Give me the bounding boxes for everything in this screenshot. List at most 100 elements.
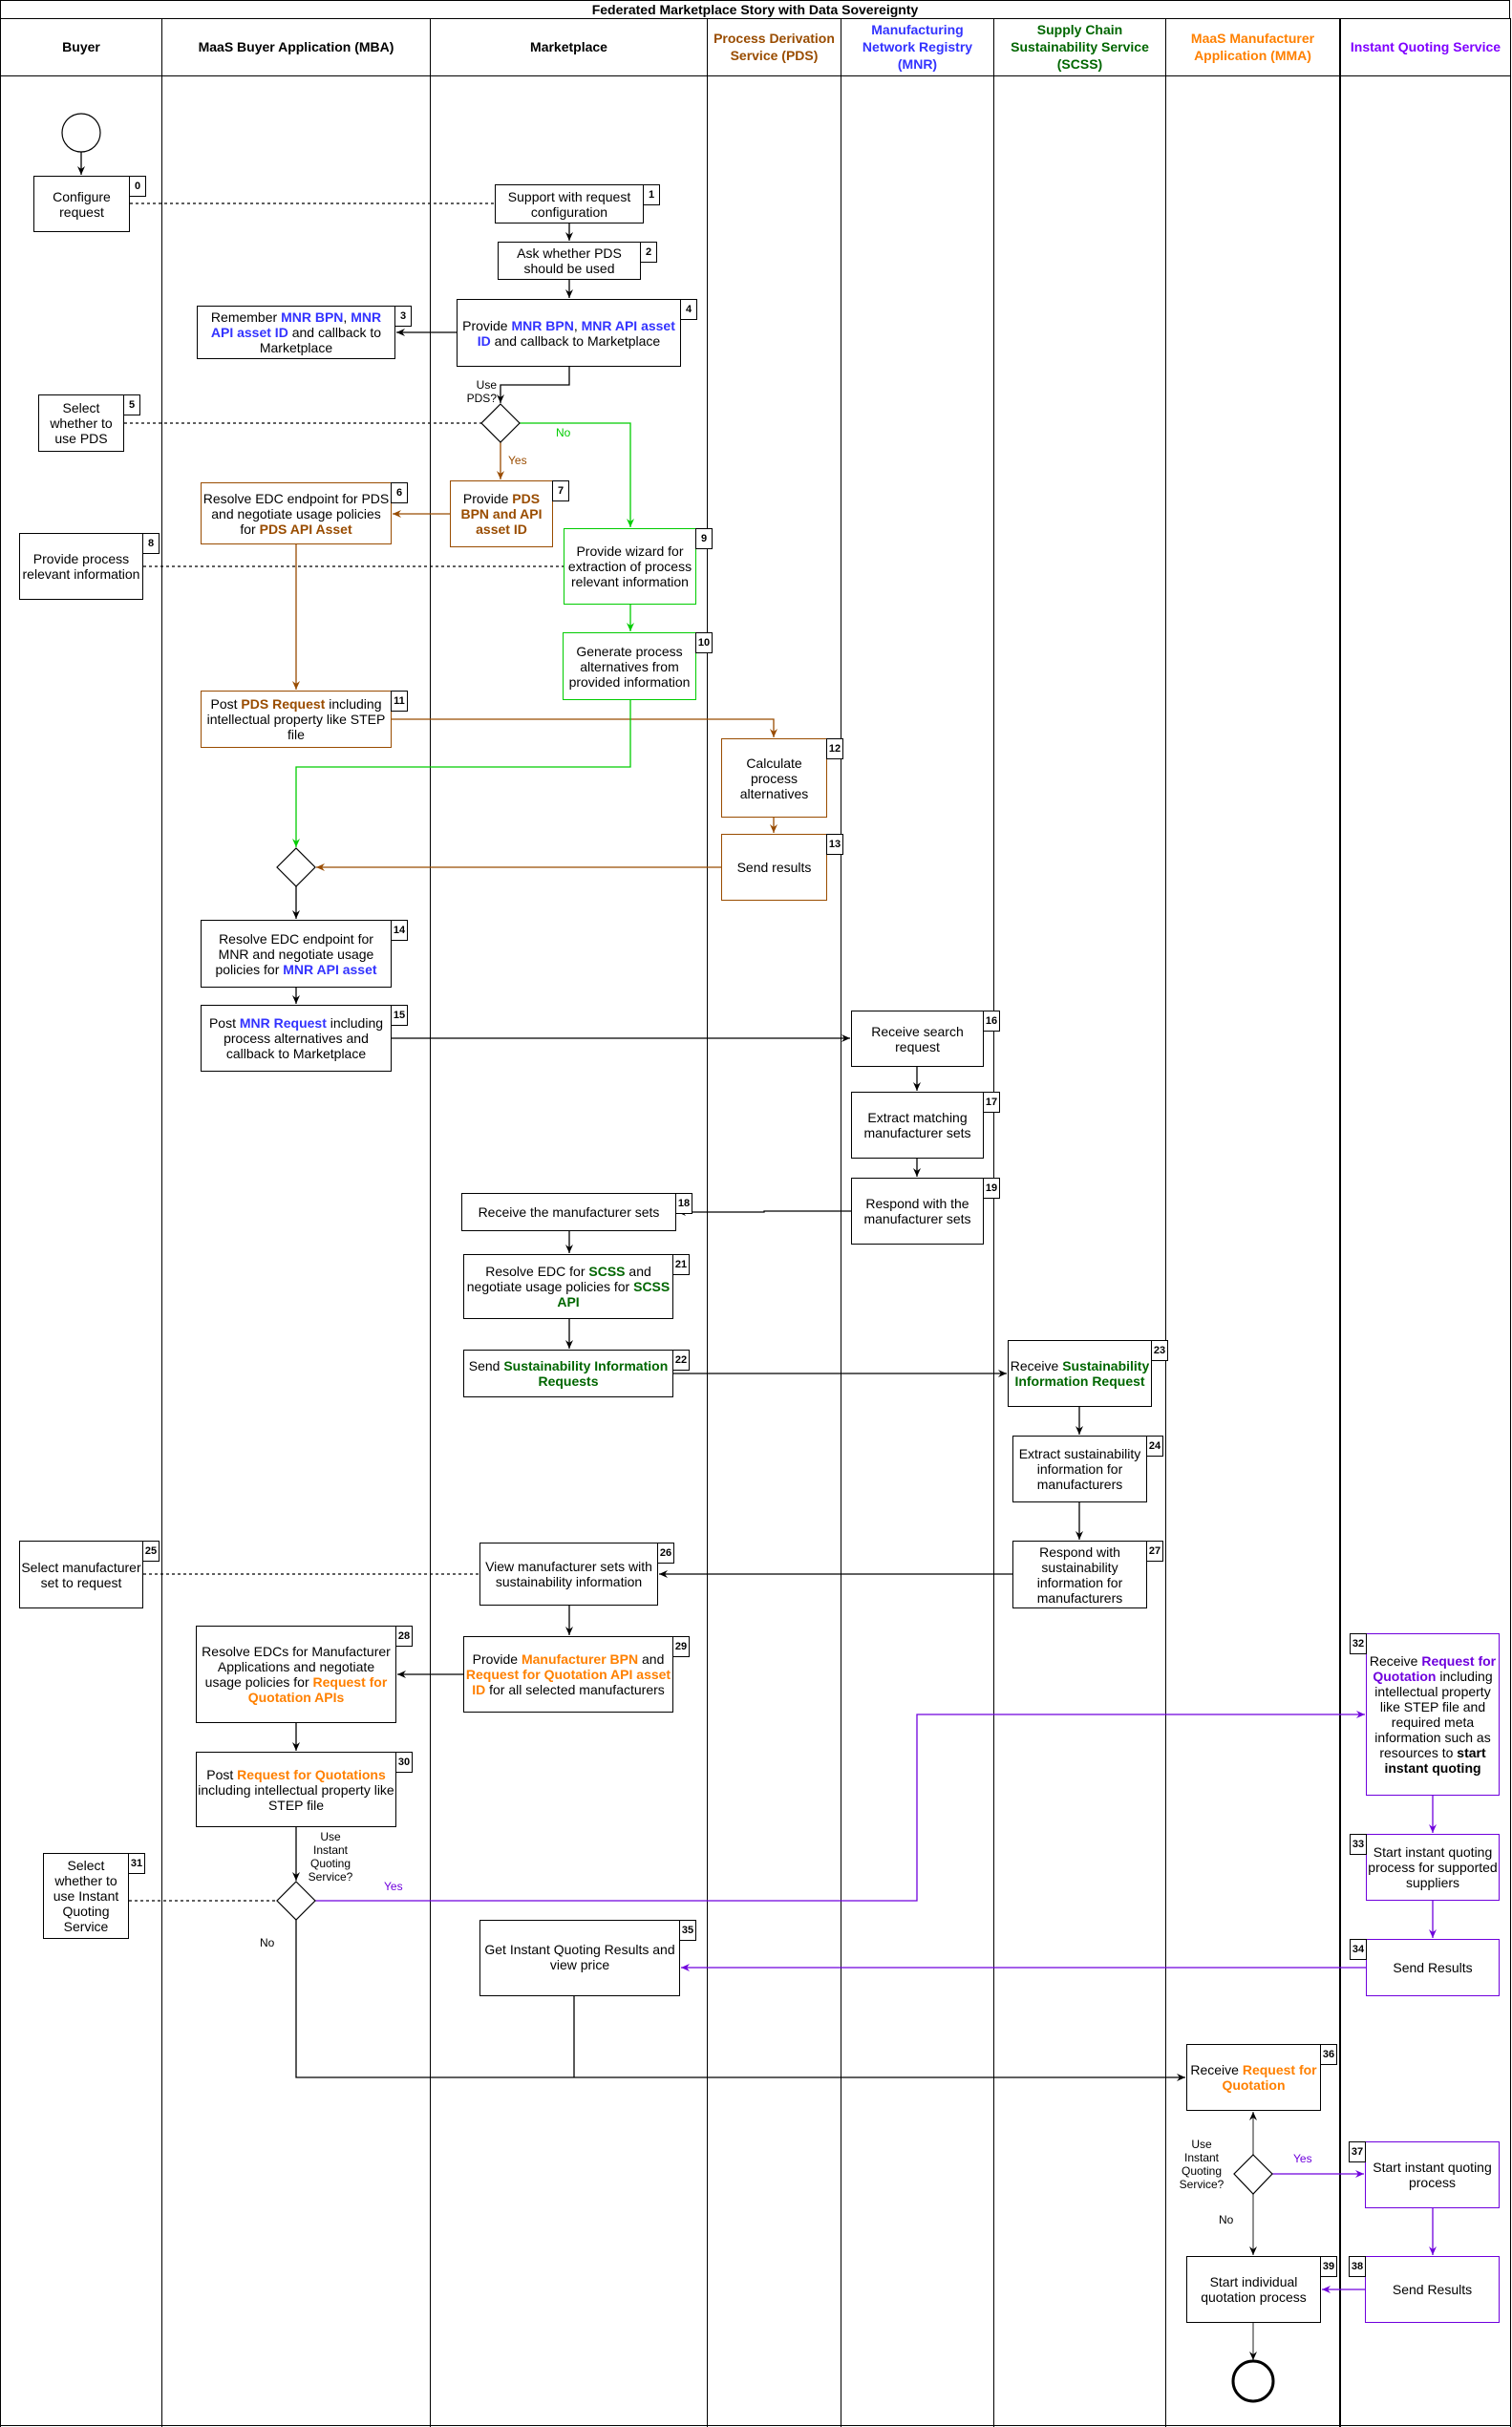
- highlighted-term: MNR BPN: [511, 317, 574, 333]
- step-number-badge: 37: [1349, 2141, 1366, 2162]
- lane-pds: Process Derivation Service (PDS): [708, 18, 841, 2427]
- step-number-badge: 5: [123, 394, 140, 415]
- lane-header: Buyer: [1, 18, 161, 76]
- step-text-segment: Calculate process alternatives: [739, 755, 809, 801]
- step-text: Provide wizard for extraction of process…: [565, 543, 694, 589]
- end-event-icon: [1231, 2359, 1275, 2403]
- arrow-19-18: [677, 1208, 851, 1216]
- lane-buyer: Buyer: [0, 18, 162, 2427]
- step-text-segment: Receive: [1190, 2062, 1243, 2077]
- step-text: Configure request: [35, 189, 128, 220]
- decision-yes-label: Yes: [384, 1880, 403, 1893]
- step-10: Generate process alternatives from provi…: [563, 632, 713, 700]
- step-number-badge: 34: [1350, 1939, 1367, 1960]
- step-text-segment: Get Instant Quoting Results and view pri…: [484, 1942, 675, 1972]
- step-9: Provide wizard for extraction of process…: [564, 528, 713, 605]
- arrow-decision-no-36: [295, 1920, 1185, 2081]
- step-number-badge: 4: [680, 299, 697, 320]
- decision-yes-label: Yes: [508, 454, 527, 467]
- step-number-badge: 1: [643, 184, 660, 205]
- lane-header: Instant Quoting Service: [1341, 18, 1510, 76]
- step-text-segment: Select whether to use Instant Quoting Se…: [53, 1858, 119, 1934]
- step-text: Start individual quotation process: [1188, 2274, 1319, 2305]
- highlighted-term: PDS Request: [241, 696, 326, 712]
- step-number-badge: 12: [826, 738, 843, 759]
- highlighted-term: SCSS API: [557, 1279, 671, 1309]
- highlighted-term: PDS BPN and API asset ID: [460, 491, 543, 537]
- step-text: Remember MNR BPN, MNR API asset ID and c…: [199, 309, 394, 355]
- step-number-badge: 39: [1320, 2256, 1337, 2277]
- arrow-4-decision: [497, 367, 570, 403]
- step-text-segment: Support with request configuration: [507, 188, 631, 220]
- step-text: Select manufacturer set to request: [21, 1560, 141, 1590]
- step-text-segment: and negotiate usage policies for: [466, 1264, 651, 1294]
- step-text-segment: and: [638, 1651, 665, 1667]
- step-text: Start instant quoting process: [1367, 2160, 1498, 2190]
- step-text-segment: Receive: [1369, 1653, 1422, 1669]
- step-text-segment: Resolve EDC for: [485, 1264, 589, 1279]
- step-text: Receive Sustainability Information Reque…: [1010, 1358, 1150, 1389]
- step-text: Start instant quoting process for suppor…: [1368, 1844, 1498, 1890]
- step-text-segment: Send Results: [1393, 1960, 1473, 1975]
- highlighted-term: start instant quoting: [1384, 1745, 1486, 1776]
- step-text-segment: Send results: [736, 860, 812, 875]
- lane-mnr: Manufacturing Network Registry (MNR): [841, 18, 994, 2427]
- decision-use-instant-quoting-mma: [1233, 2154, 1273, 2195]
- step-number-badge: 2: [640, 242, 657, 263]
- step-text-segment: Send: [468, 1358, 504, 1373]
- highlighted-term: Request for Quotation: [1222, 2062, 1317, 2093]
- step-text-segment: Resolve EDC endpoint for MNR and negotia…: [215, 930, 374, 977]
- step-text: Extract matching manufacturer sets: [853, 1110, 982, 1140]
- decision-label: Use PDS?: [466, 378, 497, 405]
- step-number-badge: 36: [1320, 2044, 1337, 2065]
- step-text-segment: including intellectual property like STE…: [206, 696, 386, 742]
- step-30: Post Request for Quotations including in…: [196, 1752, 413, 1827]
- lane-header: Supply Chain Sustainability Service (SCS…: [994, 18, 1165, 76]
- step-text-segment: and callback to Marketplace: [259, 325, 382, 355]
- step-text: Select whether to use Instant Quoting Se…: [45, 1858, 127, 1934]
- step-text: Send Results: [1368, 1960, 1498, 1975]
- step-text-segment: Extract matching manufacturer sets: [863, 1110, 971, 1140]
- step-text: Resolve EDC endpoint for PDS and negotia…: [202, 491, 390, 537]
- step-text: Resolve EDC for SCSS and negotiate usage…: [465, 1264, 671, 1309]
- highlighted-term: MNR API asset: [283, 961, 377, 977]
- step-number-badge: 24: [1146, 1436, 1163, 1457]
- step-3: Remember MNR BPN, MNR API asset ID and c…: [197, 306, 412, 359]
- decision-use-instant-quoting-mba: [276, 1881, 316, 1921]
- step-text: Provide MNR BPN, MNR API asset ID and ca…: [458, 318, 679, 349]
- lane-mma: MaaS Manufacturer Application (MMA): [1166, 18, 1341, 2427]
- highlighted-term: Sustainability Information Requests: [503, 1358, 669, 1389]
- step-27: Respond with sustainability information …: [1012, 1541, 1163, 1608]
- step-text: Provide Manufacturer BPN and Request for…: [465, 1651, 671, 1697]
- highlighted-term: Sustainability Information Request: [1014, 1358, 1150, 1389]
- decision-no-label: No: [1219, 2213, 1234, 2226]
- step-6: Resolve EDC endpoint for PDS and negotia…: [201, 482, 408, 544]
- step-text-segment: Provide: [462, 491, 513, 506]
- step-number-badge: 32: [1350, 1633, 1367, 1654]
- step-1: Support with request configuration 1: [495, 184, 660, 224]
- step-24: Extract sustainability information for m…: [1012, 1436, 1163, 1502]
- step-text-segment: Send Results: [1392, 2282, 1473, 2297]
- highlighted-term: PDS API Asset: [259, 521, 352, 537]
- step-text-segment: for all selected manufacturers: [485, 1682, 665, 1697]
- step-text: Send results: [723, 860, 825, 875]
- decision-no-label: No: [556, 426, 571, 439]
- step-text: Calculate process alternatives: [723, 756, 825, 801]
- step-number-badge: 27: [1146, 1541, 1163, 1562]
- step-text: Generate process alternatives from provi…: [564, 644, 694, 690]
- step-text: Receive search request: [853, 1024, 982, 1054]
- step-number-badge: 25: [142, 1541, 160, 1562]
- step-text: Post PDS Request including intellectual …: [202, 696, 390, 742]
- step-text-segment: View manufacturer sets with sustainabili…: [485, 1559, 652, 1589]
- step-text: Provide process relevant information: [21, 551, 141, 582]
- step-number-badge: 22: [672, 1350, 690, 1371]
- step-number-badge: 6: [391, 482, 408, 503]
